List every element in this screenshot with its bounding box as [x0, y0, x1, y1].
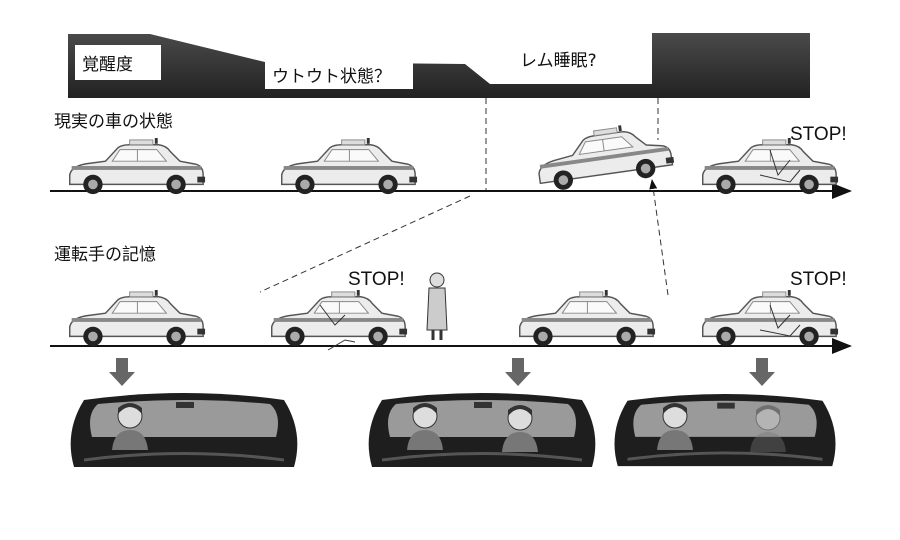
alertness-label-box: [75, 45, 161, 80]
stop-text: STOP!: [790, 124, 847, 145]
car-interior-view: [69, 392, 299, 469]
drowsy-label: ウトウト状態？: [272, 67, 391, 87]
taxi-car: [69, 138, 206, 195]
car-interior-view: [613, 392, 837, 468]
down-arrow-icon: [505, 358, 531, 386]
taxi-car-crashed: [271, 290, 408, 347]
taxi-car-swerving: [533, 118, 677, 194]
guide-line: [259, 195, 471, 293]
down-arrow-icon: [749, 358, 775, 386]
crash-lines: [319, 304, 356, 351]
taxi-car-crashed: [702, 138, 839, 195]
memory-row-title: 運転手の記憶: [54, 245, 156, 265]
crash-lines: [759, 149, 801, 183]
alertness-label: 覚醒度: [82, 55, 133, 75]
taxi-car: [69, 290, 206, 347]
car-interior-view: [367, 392, 597, 469]
taxi-car-crashed: [702, 290, 839, 347]
guide-arrow: [649, 179, 669, 296]
alertness-band: [68, 33, 810, 98]
taxi-car-with-passenger: [519, 290, 656, 347]
taxi-car: [281, 138, 418, 195]
reality-row-title: 現実の車の状態: [54, 112, 173, 132]
drowsy-label-box: [265, 61, 413, 89]
stop-text: STOP!: [348, 269, 405, 290]
down-arrow-icon: [109, 358, 135, 386]
pedestrian-figure: [426, 272, 448, 340]
rem-label: レム睡眠?: [520, 51, 597, 71]
crash-lines: [759, 304, 801, 337]
stop-text: STOP!: [790, 269, 847, 290]
